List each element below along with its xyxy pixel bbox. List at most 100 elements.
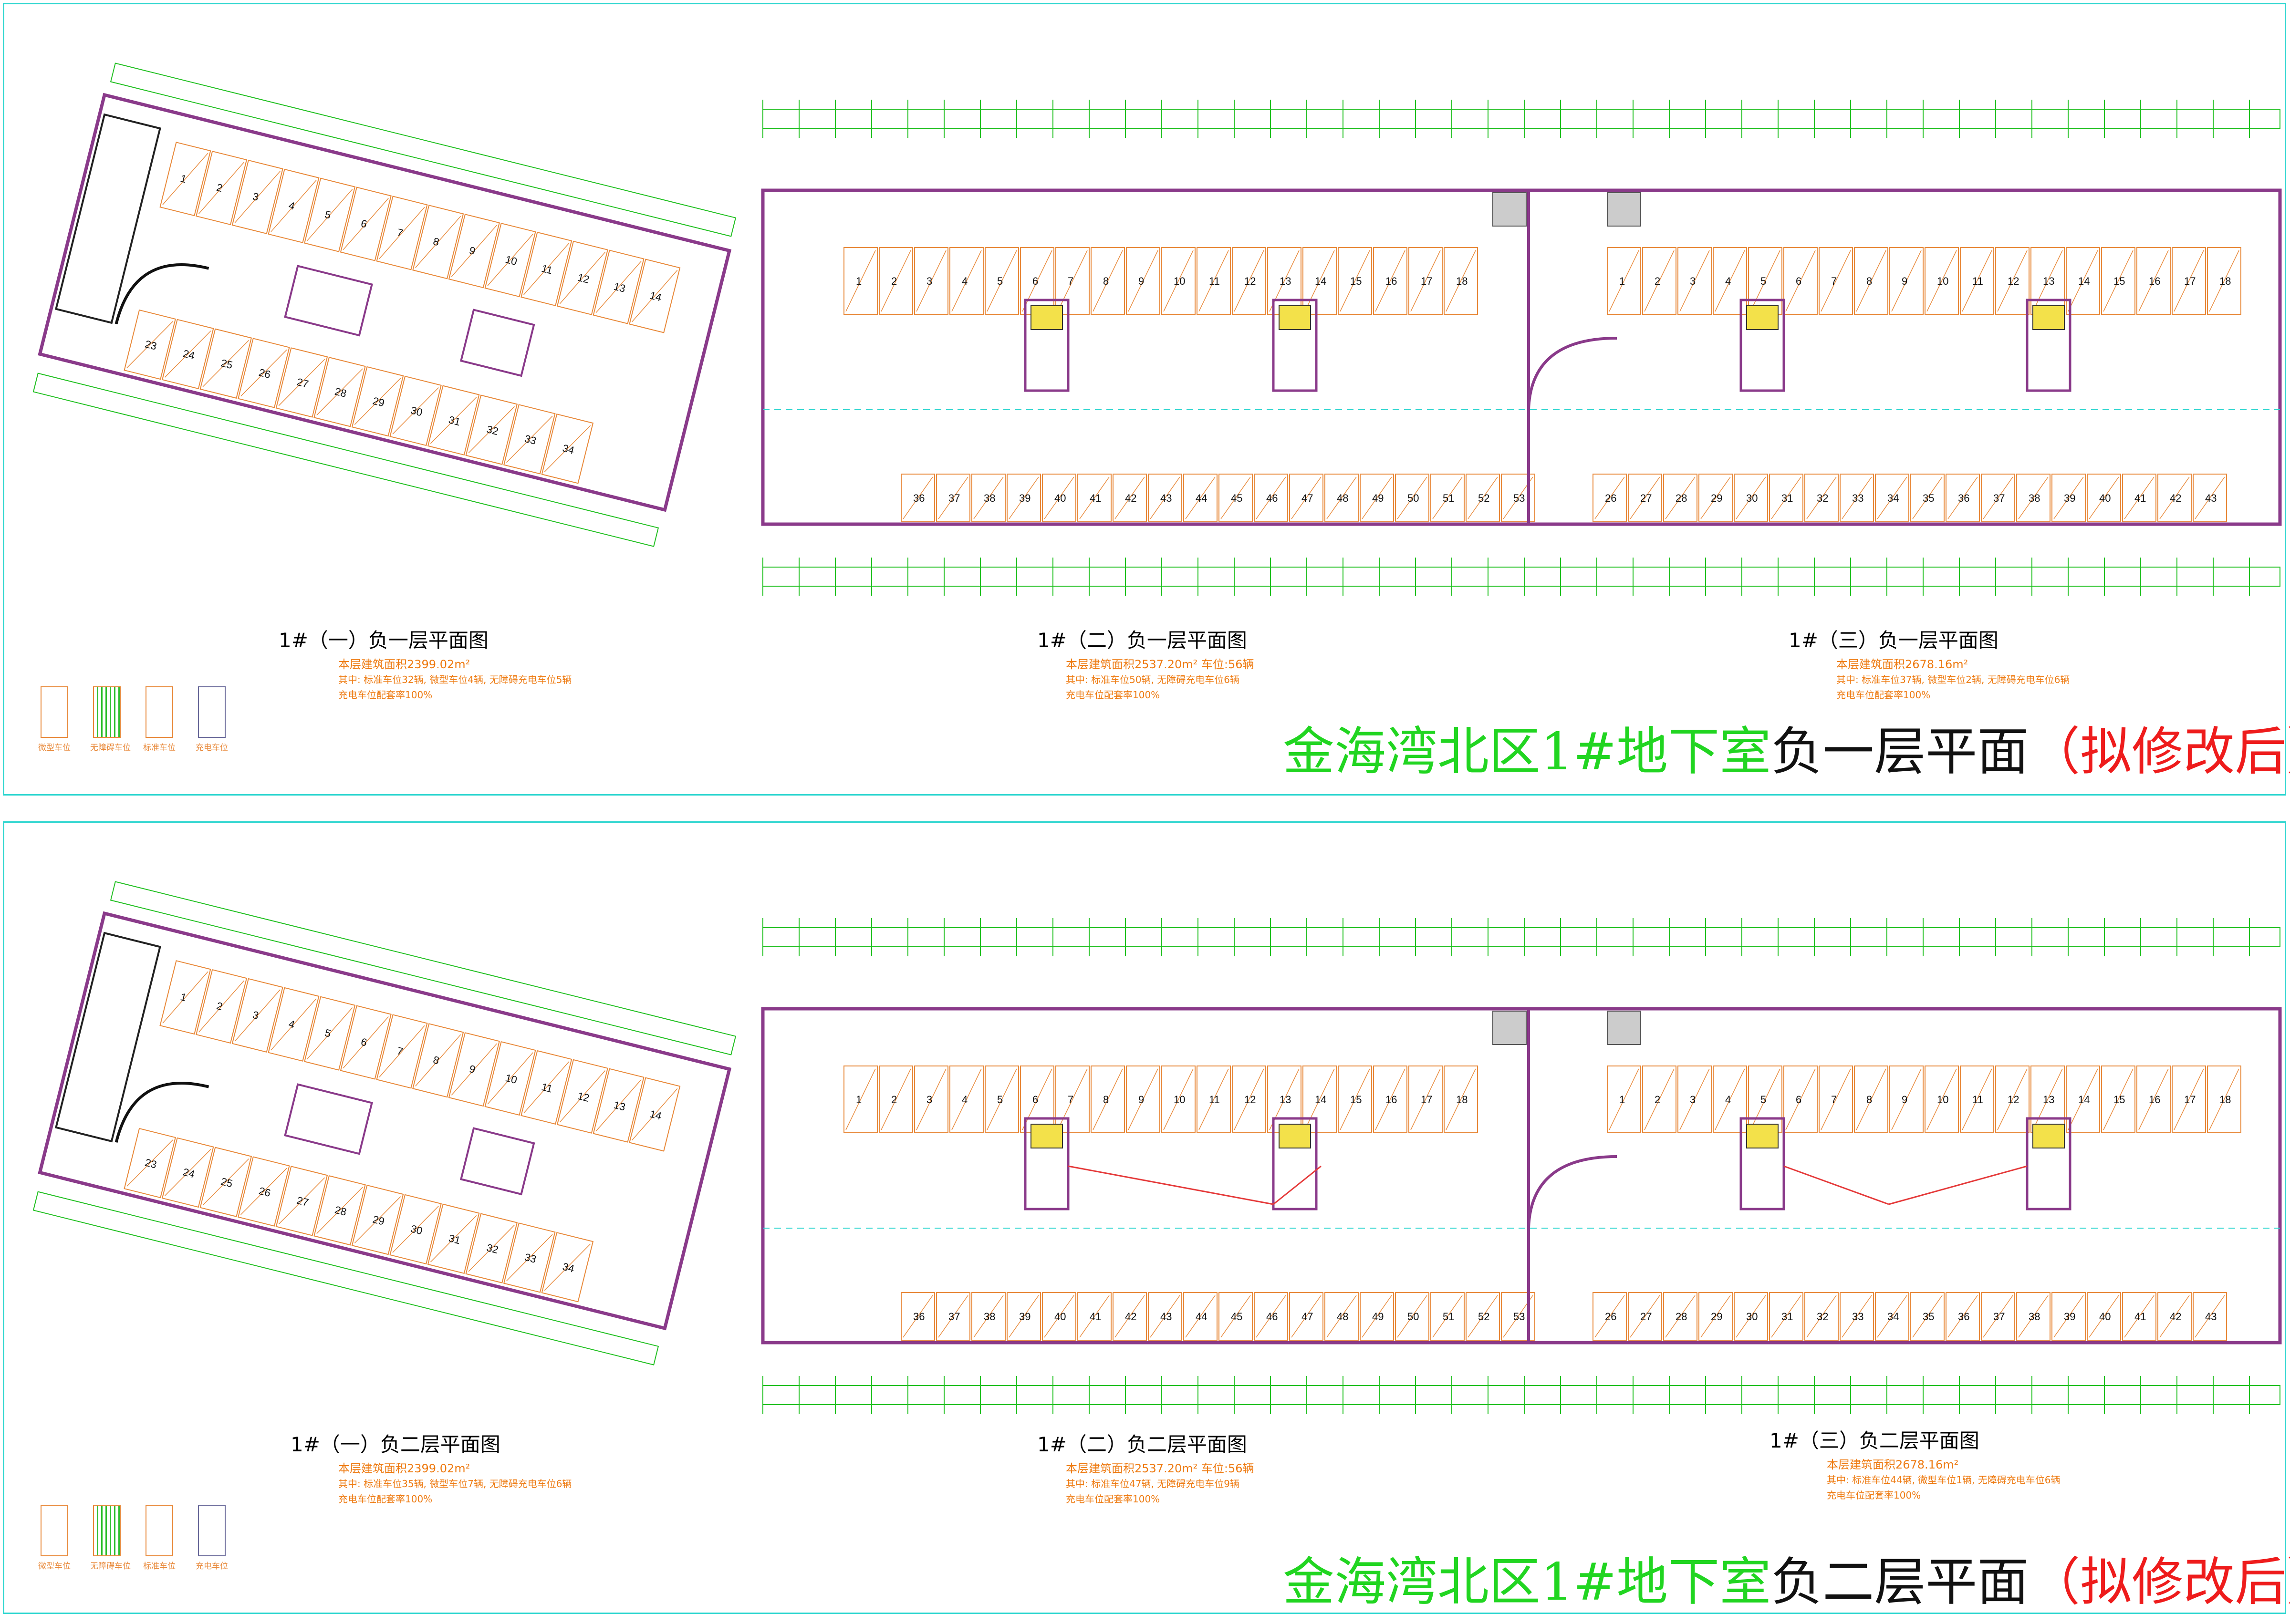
stall-diagonal [1079, 476, 1110, 519]
stall-diagonal [2018, 1295, 2049, 1338]
parking-stall [1302, 247, 1337, 315]
stall-diagonal [1432, 1295, 1463, 1338]
stall-diagonal [1700, 476, 1731, 519]
stall-number: 26 [1605, 492, 1616, 504]
stall-number: 40 [1054, 1311, 1066, 1323]
stall-diagonal [1983, 476, 2013, 519]
legend-charging: 充电车位 [195, 1505, 229, 1571]
parking-stall [1055, 1065, 1090, 1133]
duct-run [1273, 1165, 1322, 1205]
stall-number: 43 [2205, 492, 2217, 504]
stall-diagonal [1962, 250, 1992, 312]
stall-diagonal [559, 252, 605, 304]
parking-stall [159, 960, 211, 1035]
stall-diagonal [1057, 250, 1088, 312]
main-outline [761, 1007, 2282, 1345]
stall-number: 12 [2008, 275, 2019, 287]
stall-number: 47 [1301, 1311, 1313, 1323]
stall-diagonal [240, 349, 287, 397]
stall-diagonal [2068, 250, 2098, 312]
stall-diagonal [1128, 1068, 1158, 1130]
stall-number: 18 [2219, 275, 2231, 287]
stall-number: 44 [1196, 1311, 1207, 1323]
stall-diagonal [938, 1295, 968, 1338]
plan-spaces: 其中: 标准车位44辆, 微型车位1辆, 无障碍充电车位6辆 [1827, 1474, 2061, 1486]
parking-stall [593, 249, 645, 324]
parking-stall [1677, 1065, 1712, 1133]
plan-title-1-3: 1#（三）负一层平面图 [1789, 629, 1999, 652]
stall-number: 51 [1443, 1311, 1454, 1323]
stall-number: 43 [2205, 1311, 2217, 1323]
stall-diagonal [544, 425, 591, 473]
parking-stall [1395, 474, 1429, 522]
parking-stall [520, 1050, 572, 1125]
shaft-hatch [1607, 192, 1641, 227]
stall-diagonal [1185, 476, 1216, 519]
stall-diagonal [198, 980, 245, 1033]
stall-number: 26 [258, 366, 272, 381]
stall-diagonal [1644, 1068, 1675, 1130]
duct-run [1783, 1165, 1889, 1205]
stall-number: 34 [562, 1261, 576, 1275]
stall-diagonal [1397, 1295, 1427, 1338]
stall-diagonal [202, 340, 250, 387]
stall-diagonal [2138, 1068, 2169, 1130]
parking-stall [914, 247, 948, 315]
stall-diagonal [1700, 1295, 1731, 1338]
stall-number: 24 [182, 347, 196, 362]
stall-diagonal [1163, 1068, 1194, 1130]
left-wing: 1234567891011121314232425262728293031323… [32, 881, 737, 1365]
stall-diagonal [1736, 1295, 1766, 1338]
stall-diagonal [951, 1068, 982, 1130]
legend-swatch-standard [146, 1505, 173, 1556]
stall-number: 52 [1478, 1311, 1489, 1323]
stall-diagonal [559, 1070, 605, 1123]
parking-stall [1161, 1065, 1196, 1133]
parking-stall [1183, 1292, 1218, 1341]
parking-stall [503, 1222, 556, 1293]
plan-title-1-2: 1#（二）负一层平面图 [1037, 629, 1247, 652]
parking-stall [1324, 474, 1359, 522]
plan-ratio: 充电车位配套率100% [1066, 689, 1160, 701]
stall-number: 11 [540, 262, 553, 277]
parking-stall [1698, 474, 1733, 522]
stall-diagonal [379, 207, 425, 259]
shaft-hatch [1607, 1011, 1641, 1045]
parking-stall [879, 1065, 913, 1133]
stall-diagonal [162, 153, 208, 205]
plan-ratio: 充电车位配套率100% [1066, 1493, 1160, 1505]
stall-diagonal [1009, 476, 1039, 519]
legend-label: 充电车位 [196, 1562, 228, 1571]
stall-number: 7 [1831, 275, 1837, 287]
parking-stall [936, 474, 970, 522]
stall-diagonal [164, 1149, 211, 1196]
stall-number: 26 [1605, 1311, 1616, 1323]
stall-number: 8 [432, 1054, 440, 1066]
stall-number: 6 [1032, 1094, 1038, 1106]
legend-standard: 标准车位 [143, 1505, 176, 1571]
plan-spaces: 其中: 标准车位50辆, 无障碍充电车位6辆 [1066, 674, 1239, 685]
parking-stall [1007, 474, 1041, 522]
parking-stall [2101, 1065, 2135, 1133]
stall-diagonal [1594, 1295, 1625, 1338]
stall-number: 12 [2008, 1094, 2019, 1106]
stall-diagonal [1326, 1295, 1357, 1338]
parking-stall [1607, 247, 1641, 315]
parking-stall [1663, 474, 1697, 522]
stall-diagonal [1022, 1068, 1052, 1130]
parking-stall [412, 205, 464, 279]
stall-diagonal [198, 162, 245, 214]
parking-stall [2122, 1292, 2156, 1341]
parking-stall [1981, 1292, 2015, 1341]
stair-core [1024, 1117, 1070, 1210]
stall-diagonal [2103, 1068, 2134, 1130]
stall-diagonal [2032, 250, 2063, 312]
stall-diagonal [1785, 250, 1816, 312]
stall-number: 23 [144, 338, 158, 352]
stall-number: 46 [1266, 492, 1278, 504]
parking-stall [231, 159, 283, 235]
stall-diagonal [1679, 250, 1710, 312]
parking-stall [1819, 247, 1853, 315]
stall-diagonal [1375, 1068, 1405, 1130]
legend-swatch-standard [146, 686, 173, 738]
